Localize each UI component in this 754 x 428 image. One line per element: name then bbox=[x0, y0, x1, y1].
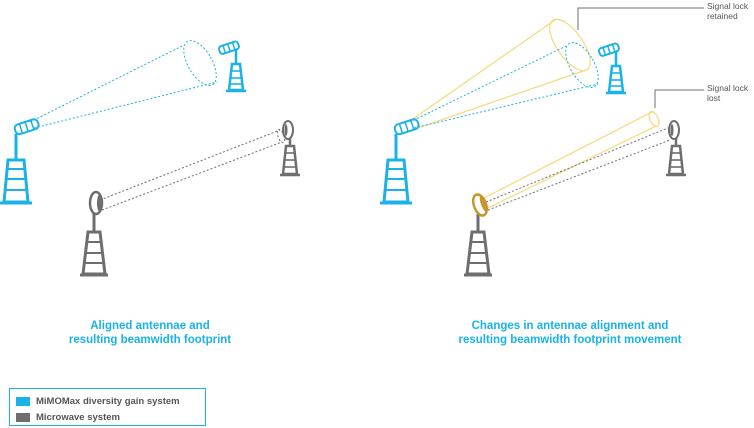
legend-label-mimomax: MiMOMax diversity gain system bbox=[36, 395, 180, 407]
callout-signal-lock-retained: Signal lock retained bbox=[707, 1, 748, 21]
right-microwave-tower bbox=[462, 193, 494, 277]
callout-lost-line1: Signal lock bbox=[707, 83, 749, 93]
legend: MiMOMax diversity gain system Microwave … bbox=[9, 388, 206, 426]
legend-swatch-microwave bbox=[16, 412, 30, 422]
legend-item-mimomax: MiMOMax diversity gain system bbox=[16, 395, 180, 407]
right-caption: Changes in antennae alignment and result… bbox=[430, 319, 710, 347]
legend-label-microwave: Microwave system bbox=[36, 411, 120, 423]
left-mimomax-tower bbox=[0, 118, 40, 205]
right-microwave-remote-tower bbox=[664, 120, 688, 177]
left-mimomax-beam bbox=[29, 40, 218, 129]
left-scene bbox=[0, 40, 302, 277]
callout-retained-leader bbox=[577, 7, 704, 30]
legend-swatch-mimomax bbox=[16, 396, 30, 406]
right-mimomax-remote-tower bbox=[597, 42, 628, 95]
left-mimomax-remote-tower bbox=[217, 40, 248, 93]
right-caption-line1: Changes in antennae alignment and bbox=[471, 320, 669, 332]
right-caption-line2: resulting beamwidth footprint movement bbox=[458, 334, 682, 346]
right-shifted-mimomax-beam bbox=[409, 18, 591, 131]
legend-item-microwave: Microwave system bbox=[16, 411, 120, 423]
callout-retained-line1: Signal lock bbox=[707, 1, 749, 11]
left-caption: Aligned antennae and resulting beamwidth… bbox=[40, 319, 260, 347]
left-caption-line2: resulting beamwidth footprint bbox=[68, 334, 232, 346]
callout-lost-line2: lost bbox=[707, 93, 721, 103]
right-mimomax-tower bbox=[378, 118, 420, 205]
callout-signal-lock-lost: Signal lock lost bbox=[707, 83, 748, 103]
right-original-mimomax-beam bbox=[409, 42, 599, 129]
left-microwave-tower bbox=[78, 190, 110, 277]
right-scene bbox=[378, 7, 704, 277]
left-microwave-beam bbox=[99, 128, 286, 211]
right-shifted-microwave-beam bbox=[483, 110, 660, 209]
right-original-microwave-beam bbox=[485, 127, 671, 211]
callout-lost-leader bbox=[654, 89, 704, 108]
left-microwave-remote-tower bbox=[278, 120, 302, 177]
callout-retained-line2: retained bbox=[707, 11, 738, 21]
left-caption-line1: Aligned antennae and bbox=[90, 320, 210, 332]
